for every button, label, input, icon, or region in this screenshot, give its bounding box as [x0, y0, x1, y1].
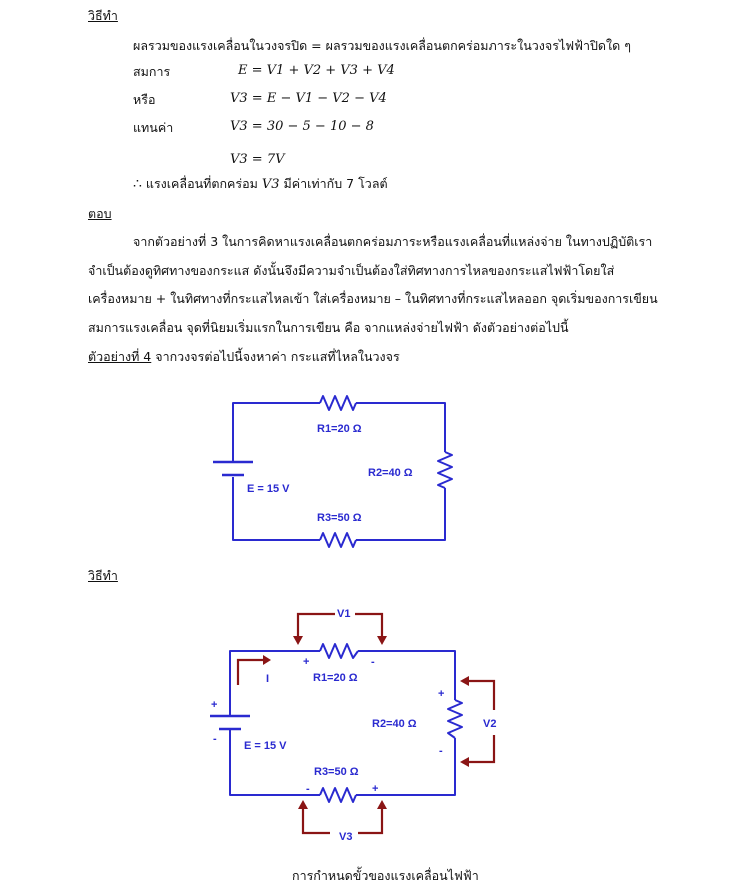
r1-label-1: R1=20 Ω: [317, 423, 362, 435]
v3-arrow-left: [301, 808, 330, 835]
answer-heading: ตอบ: [88, 206, 112, 221]
r2-label-2: R2=40 Ω: [372, 718, 417, 730]
conclusion-variable: V3: [261, 177, 280, 192]
v3-arrowhead-left: [298, 800, 308, 809]
r1-plus-sign: +: [303, 656, 309, 668]
wire-right-bottom-1: [356, 488, 446, 541]
therefore-symbol: ∴: [133, 176, 142, 192]
current-label: I: [266, 673, 269, 685]
example-line: ตัวอย่างที่ 4 จากวงจรต่อไปนี้จงหาค่า กระ…: [88, 349, 400, 365]
r1-label-2: R1=20 Ω: [313, 672, 358, 684]
wire-top-2: [229, 650, 320, 702]
substitute-equation: V3 = 30 − 5 − 10 − 8: [230, 119, 374, 134]
example-text: จากวงจรต่อไปนี้จงหาค่า กระแสที่ไหลในวงจร: [155, 349, 400, 364]
result-equation: V3 = 7V: [230, 152, 285, 167]
wire-bottom-left-1: [232, 477, 320, 541]
r3-plus-sign: +: [372, 783, 378, 795]
r2-label-1: R2=40 Ω: [368, 467, 413, 479]
r3-label-1: R3=50 Ω: [317, 512, 362, 524]
v2-arrowhead-bottom: [460, 757, 469, 767]
current-arrow: [236, 658, 263, 685]
substitute-label: แทนค่า: [133, 120, 174, 135]
r3-label-2: R3=50 Ω: [314, 766, 359, 778]
equation-label: สมการ: [133, 64, 171, 79]
r2-plus-sign: +: [438, 688, 444, 700]
v1-label: V1: [337, 608, 350, 620]
section-heading-method-2: วิธีทำ: [88, 568, 118, 583]
answer-line-3: เครื่องหมาย + ในทิศทางที่กระแสไหลเข้า ใส…: [88, 291, 658, 306]
v2-arrowhead-top: [460, 676, 469, 686]
resistor-r3-1: [319, 532, 357, 548]
conclusion-text-b: มีค่าเท่ากับ 7 โวลต์: [283, 176, 388, 191]
or-label: หรือ: [133, 92, 156, 107]
source-label-1: E = 15 V: [247, 483, 290, 495]
v3-arrowhead-right: [377, 800, 387, 809]
v1-arrow-right: [355, 612, 384, 637]
battery-plus-sign: +: [211, 699, 217, 711]
resistor-r1-2: [319, 643, 359, 659]
v2-label: V2: [483, 718, 496, 730]
wire-top-right-2: [358, 650, 456, 700]
v3-label: V3: [339, 831, 352, 843]
battery-minus-sign: -: [213, 733, 217, 745]
wire-right-bottom-2: [356, 738, 456, 796]
resistor-r3-2: [319, 787, 357, 803]
example-label: ตัวอย่างที่ 4: [88, 349, 152, 364]
intro-text: ผลรวมของแรงเคลื่อนในวงจรปิด = ผลรวมของแร…: [133, 38, 631, 53]
resistor-r1-1: [319, 395, 357, 411]
wire-top-right-1: [356, 402, 446, 452]
source-label-2: E = 15 V: [244, 740, 287, 752]
current-arrowhead: [263, 655, 271, 665]
v2-arrow-top: [468, 679, 496, 710]
or-equation: V3 = E − V1 − V2 − V4: [230, 91, 387, 106]
answer-line-2: จำเป็นต้องดูทิศทางของกระแส ดังนั้นจึงมีค…: [88, 263, 615, 278]
wire-bottom-left-2: [229, 730, 320, 796]
answer-line-1: จากตัวอย่างที่ 3 ในการคิดหาแรงเคลื่อนตกค…: [133, 234, 653, 249]
v3-arrow-right: [358, 808, 384, 835]
answer-line-4: สมการแรงเคลื่อน จุดที่นิยมเริ่มแรกในการเ…: [88, 320, 569, 335]
conclusion-text-a: แรงเคลื่อนที่ตกคร่อม: [145, 176, 258, 191]
section-heading-method: วิธีทำ: [88, 8, 118, 23]
resistor-r2-1: [437, 451, 453, 489]
figure-caption: การกำหนดขั้วของแรงเคลื่อนไฟฟ้า: [292, 868, 479, 883]
equation-value: E = V1 + V2 + V3 + V4: [238, 63, 395, 78]
r1-minus-sign: -: [371, 656, 375, 668]
r3-minus-sign: -: [306, 783, 310, 795]
v1-arrowhead-left: [293, 636, 303, 645]
v1-arrowhead-right: [377, 636, 387, 645]
conclusion-line: ∴ แรงเคลื่อนที่ตกคร่อม V3 มีค่าเท่ากับ 7…: [133, 176, 388, 193]
resistor-r2-2: [447, 699, 463, 739]
v2-arrow-bottom: [468, 735, 496, 764]
v1-arrow-left: [296, 612, 335, 637]
r2-minus-sign: -: [439, 745, 443, 757]
